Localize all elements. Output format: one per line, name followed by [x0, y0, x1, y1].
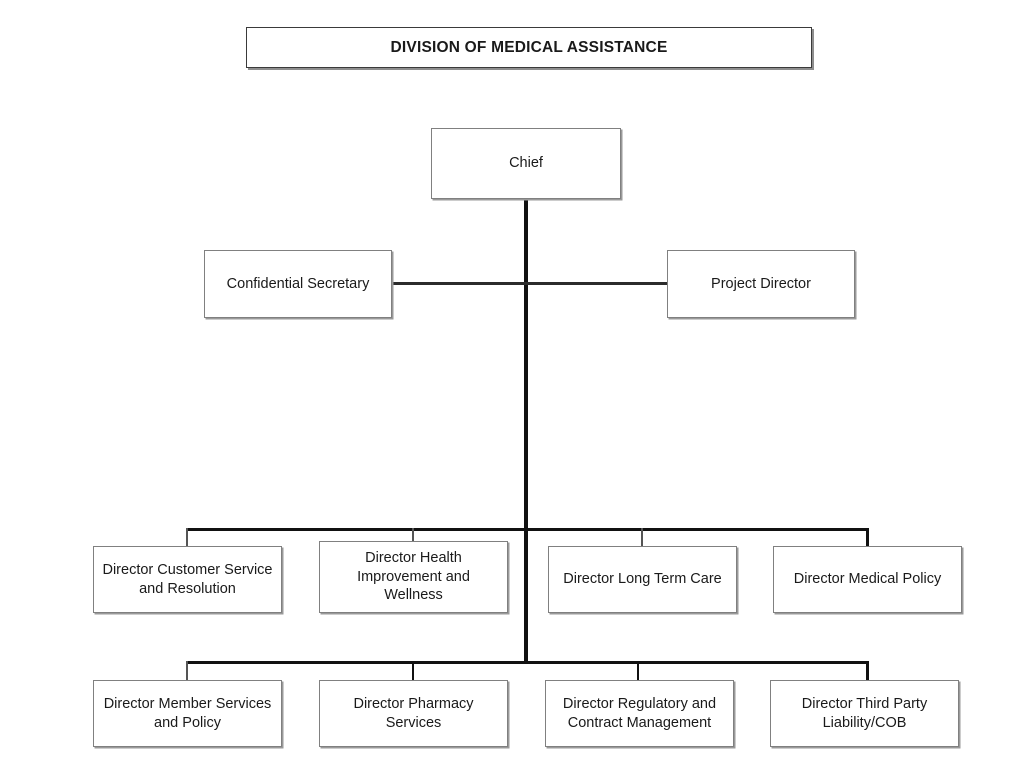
node-director-member-services-label: Director Member Services and Policy: [103, 695, 272, 731]
title-box-label: DIVISION OF MEDICAL ASSISTANCE: [390, 38, 668, 56]
connector-level4-drop-3: [637, 661, 640, 680]
node-project-director-label: Project Director: [711, 275, 811, 292]
node-director-long-term-care-label: Director Long Term Care: [563, 571, 722, 588]
node-director-pharmacy-services: Director Pharmacy Services: [319, 680, 508, 747]
node-chief-label: Chief: [509, 155, 543, 172]
connector-level3-bus: [186, 528, 869, 531]
node-director-regulatory-contract: Director Regulatory and Contract Managem…: [545, 680, 734, 747]
node-director-third-party-liability-label: Director Third Party Liability/COB: [801, 695, 928, 731]
title-box: DIVISION OF MEDICAL ASSISTANCE: [246, 27, 812, 68]
connector-level3-drop-1: [186, 528, 188, 547]
node-director-customer-service: Director Customer Service and Resolution: [93, 546, 282, 613]
node-director-customer-service-label: Director Customer Service and Resolution: [102, 561, 273, 597]
connector-level2-horizontal: [391, 282, 668, 285]
connector-level4-bus: [186, 661, 869, 664]
node-confidential-secretary-label: Confidential Secretary: [226, 275, 370, 292]
node-chief: Chief: [431, 128, 621, 199]
node-director-medical-policy-label: Director Medical Policy: [793, 571, 942, 588]
connector-level4-drop-2: [412, 661, 415, 680]
node-director-medical-policy: Director Medical Policy: [773, 546, 962, 613]
node-director-long-term-care: Director Long Term Care: [548, 546, 737, 613]
node-project-director: Project Director: [667, 250, 855, 318]
connector-level4-drop-1: [186, 661, 188, 680]
node-director-health-improvement-label: Director Health Improvement and Wellness: [357, 550, 470, 604]
node-director-third-party-liability: Director Third Party Liability/COB: [770, 680, 959, 747]
connector-level3-drop-3: [641, 528, 643, 547]
connector-level4-drop-4: [866, 661, 869, 680]
node-confidential-secretary: Confidential Secretary: [204, 250, 392, 318]
node-director-health-improvement: Director Health Improvement and Wellness: [319, 541, 508, 613]
connector-level3-drop-2: [412, 528, 414, 547]
connector-trunk-main: [524, 199, 528, 663]
node-director-pharmacy-services-label: Director Pharmacy Services: [353, 695, 474, 731]
node-director-member-services: Director Member Services and Policy: [93, 680, 282, 747]
node-director-regulatory-contract-label: Director Regulatory and Contract Managem…: [562, 695, 717, 731]
connector-level3-drop-4: [866, 528, 869, 547]
